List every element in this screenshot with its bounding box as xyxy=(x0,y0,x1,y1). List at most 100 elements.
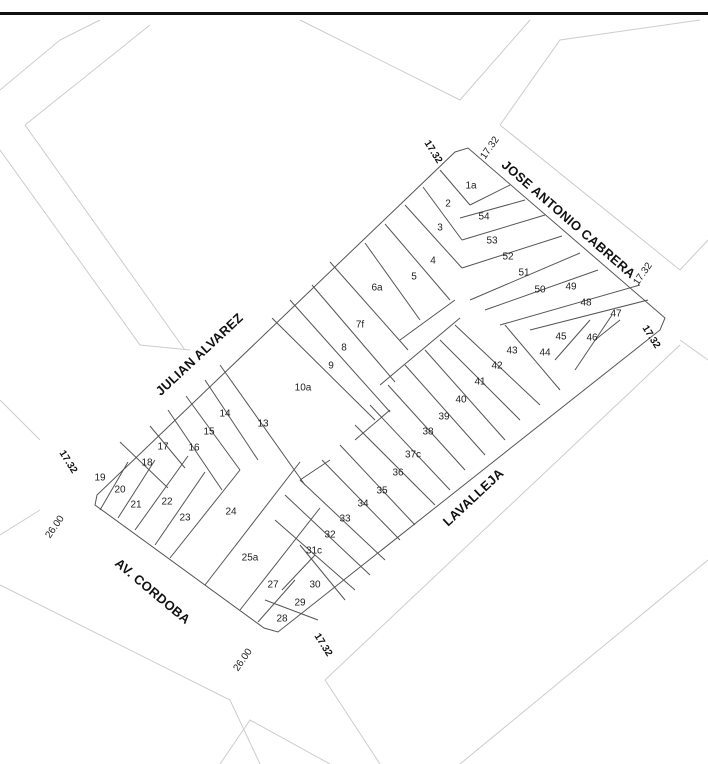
lot-label: 1a xyxy=(465,181,477,192)
lot-boundary xyxy=(204,379,259,461)
lot-label: 35 xyxy=(376,486,388,497)
lot-boundary xyxy=(284,494,371,576)
lot-label: 34 xyxy=(357,499,369,510)
dimension-label: 26.00 xyxy=(231,646,255,673)
dimension-label: 26.00 xyxy=(43,513,67,540)
lot-label: 6a xyxy=(371,283,383,294)
lot-label: 30 xyxy=(309,580,321,591)
lot-boundary xyxy=(424,349,506,441)
lot-boundary xyxy=(404,204,463,269)
lot-label: 2 xyxy=(445,199,451,210)
lot-boundary xyxy=(311,284,396,383)
lot-boundary xyxy=(134,455,189,531)
lot-label: 36 xyxy=(392,468,404,479)
neighbor-blocks xyxy=(0,19,708,764)
lot-label: 16 xyxy=(188,443,200,454)
lot-label: 53 xyxy=(486,236,498,247)
lot-boundary xyxy=(484,269,599,311)
lot-label: 51 xyxy=(518,268,530,279)
lot-boundary xyxy=(289,299,391,413)
lot-label: 44 xyxy=(539,348,551,359)
lot-label: 20 xyxy=(114,485,126,496)
lot-label: 27 xyxy=(267,580,279,591)
lot-label: 38 xyxy=(422,427,434,438)
lot-label: 40 xyxy=(455,395,467,406)
lot-boundary xyxy=(469,184,511,206)
lot-boundary xyxy=(219,364,306,486)
dimension-label: 17.32 xyxy=(422,139,445,166)
lot-label: 4 xyxy=(430,256,436,267)
lot-label: 24 xyxy=(225,507,237,518)
dimension-label: 17.32 xyxy=(312,632,335,659)
lot-boundary xyxy=(504,324,561,391)
lot-label: 32 xyxy=(324,530,336,541)
lot-boundary xyxy=(364,242,421,321)
lot-boundary xyxy=(167,409,223,491)
lot-boundary xyxy=(554,319,591,361)
lot-label: 14 xyxy=(219,409,231,420)
lot-boundary xyxy=(204,461,301,586)
lot-boundary xyxy=(99,461,129,511)
lot-label: 19 xyxy=(94,473,106,484)
lot-label: 22 xyxy=(161,497,173,508)
lot-label: 47 xyxy=(610,309,622,320)
lot-boundary xyxy=(185,395,241,471)
lot-label: 25a xyxy=(242,553,259,564)
lot-boundary xyxy=(439,339,521,421)
lot-label: 45 xyxy=(555,332,567,343)
lot-boundary xyxy=(299,544,346,601)
lot-boundary xyxy=(354,424,436,506)
lot-label: 13 xyxy=(257,419,269,430)
lot-label: 54 xyxy=(478,212,490,223)
lot-label: 5 xyxy=(411,272,417,283)
lot-label: 28 xyxy=(276,614,288,625)
lot-boundary xyxy=(399,299,456,341)
lot-label: 33 xyxy=(339,514,351,525)
dimension-label: 17.32 xyxy=(57,449,80,476)
lot-label: 8 xyxy=(341,343,347,354)
lot-boundary xyxy=(499,284,641,326)
lot-boundary xyxy=(169,469,241,559)
lot-boundary xyxy=(149,425,186,469)
lot-label: 10a xyxy=(295,383,312,394)
lot-boundary xyxy=(379,317,461,386)
lot-label: 46 xyxy=(586,333,598,344)
block-outline xyxy=(94,147,666,633)
lot-label: 7f xyxy=(356,320,365,331)
lot-boundary xyxy=(594,319,621,341)
lot-label: 21 xyxy=(130,500,142,511)
lot-boundary xyxy=(369,404,451,491)
lot-boundary xyxy=(439,169,471,206)
lot-label: 29 xyxy=(294,598,306,609)
lot-label: 17 xyxy=(157,442,169,453)
lot-boundary xyxy=(281,554,316,591)
lot-label: 15 xyxy=(203,427,215,438)
lot-boundary xyxy=(469,252,581,301)
lot-label: 48 xyxy=(580,298,592,309)
lot-boundary xyxy=(321,459,401,541)
lot-boundary xyxy=(339,444,416,526)
lot-boundary xyxy=(422,186,463,241)
street-label-av-cordoba: AV. CORDOBA xyxy=(112,555,194,627)
lot-boundary xyxy=(257,579,296,623)
lot-label: 42 xyxy=(491,361,503,372)
street-label-lavalleja: LAVALLEJA xyxy=(440,465,507,529)
lot-boundary xyxy=(387,384,466,471)
lot-boundary xyxy=(239,507,321,611)
lot-label: 50 xyxy=(534,285,546,296)
lot-label: 37c xyxy=(405,450,421,461)
lot-boundary xyxy=(299,459,331,481)
lot-boundary xyxy=(117,459,156,519)
lot-label: 52 xyxy=(502,252,514,263)
lot-boundary xyxy=(461,235,563,269)
lot-boundary xyxy=(404,364,486,456)
lot-boundary xyxy=(461,214,546,241)
lot-label: 18 xyxy=(141,458,153,469)
lot-boundary xyxy=(154,471,206,546)
lot-boundary xyxy=(329,261,409,351)
lot-boundary xyxy=(271,317,376,421)
lot-label: 31c xyxy=(306,546,322,557)
lot-boundary xyxy=(264,599,319,621)
